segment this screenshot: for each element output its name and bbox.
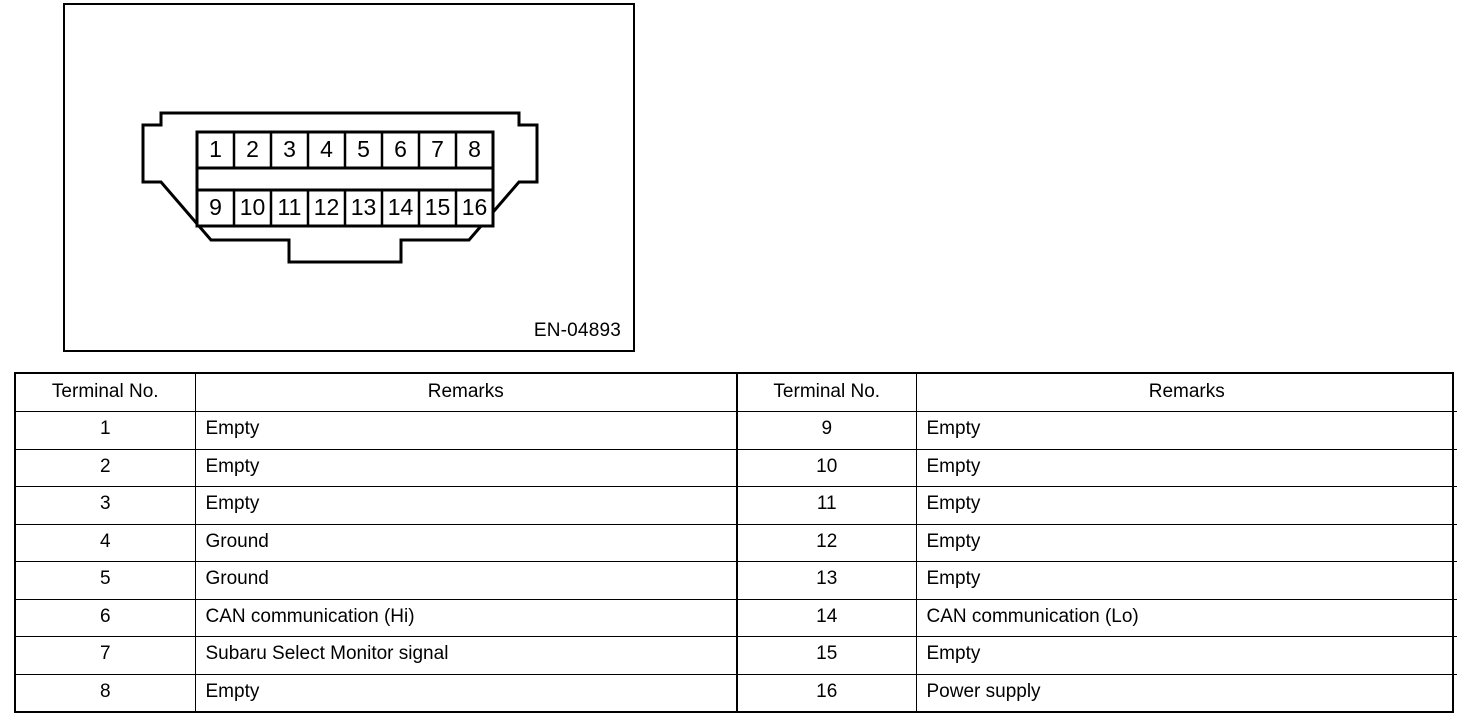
cell-terminal-no: 6 [16, 598, 196, 637]
cell-terminal-no: 14 [737, 598, 917, 637]
figure-id-label: EN-04893 [533, 320, 621, 341]
cell-terminal-no: 4 [16, 523, 196, 562]
table-row: 15 Empty [737, 636, 1457, 675]
pin-label-6: 6 [394, 136, 407, 162]
header-terminal-no: Terminal No. [16, 374, 196, 412]
cell-terminal-no: 5 [16, 561, 196, 600]
cell-remark: Ground [194, 523, 736, 562]
cell-terminal-no: 1 [16, 411, 196, 450]
cell-remark: Empty [194, 673, 736, 712]
pin-label-3: 3 [283, 136, 296, 162]
pin-label-7: 7 [431, 136, 444, 162]
cell-terminal-no: 15 [737, 636, 917, 675]
cell-remark: Empty [194, 486, 736, 525]
table-row: 8 Empty [16, 673, 736, 712]
cell-remark: Empty [915, 411, 1457, 450]
terminal-table-left: Terminal No. Remarks 1 Empty 2 Empty 3 E… [16, 374, 736, 712]
connector-figure-panel: 1 2 3 4 5 6 7 8 9 10 11 12 13 14 15 16 [63, 3, 635, 352]
pin-label-14: 14 [388, 194, 414, 220]
cell-remark: Empty [915, 561, 1457, 600]
table-row: 4 Ground [16, 523, 736, 562]
pin-label-8: 8 [468, 136, 481, 162]
pin-label-4: 4 [320, 136, 333, 162]
header-terminal-no: Terminal No. [737, 374, 917, 412]
pin-label-12: 12 [314, 194, 340, 220]
table-row: 6 CAN communication (Hi) [16, 598, 736, 637]
table-row: 11 Empty [737, 486, 1457, 525]
table-row: 13 Empty [737, 561, 1457, 600]
cell-remark: Ground [194, 561, 736, 600]
pin-label-9: 9 [209, 194, 222, 220]
cell-remark: Empty [915, 448, 1457, 487]
cell-remark: CAN communication (Lo) [915, 598, 1457, 637]
table-row: 1 Empty [16, 411, 736, 450]
table-row: 3 Empty [16, 486, 736, 525]
cell-terminal-no: 13 [737, 561, 917, 600]
cell-terminal-no: 2 [16, 448, 196, 487]
table-header-row: Terminal No. Remarks [737, 374, 1457, 412]
table-header-row: Terminal No. Remarks [16, 374, 736, 412]
table-row: 14 CAN communication (Lo) [737, 598, 1457, 637]
cell-remark: Empty [915, 486, 1457, 525]
cell-remark: Empty [915, 523, 1457, 562]
data-link-connector-diagram: 1 2 3 4 5 6 7 8 9 10 11 12 13 14 15 16 [141, 111, 539, 264]
table-row: 16 Power supply [737, 673, 1457, 712]
cell-remark: CAN communication (Hi) [194, 598, 736, 637]
table-row: 12 Empty [737, 523, 1457, 562]
cell-terminal-no: 7 [16, 636, 196, 675]
header-remarks: Remarks [194, 374, 736, 412]
pin-label-15: 15 [425, 194, 451, 220]
table-row: 5 Ground [16, 561, 736, 600]
pin-label-1: 1 [209, 136, 222, 162]
cell-terminal-no: 12 [737, 523, 917, 562]
cell-terminal-no: 3 [16, 486, 196, 525]
terminal-table-right: Terminal No. Remarks 9 Empty 10 Empty 11… [736, 374, 1457, 712]
pin-label-16: 16 [462, 194, 488, 220]
cell-remark: Empty [915, 636, 1457, 675]
cell-remark: Empty [194, 448, 736, 487]
pin-label-11: 11 [278, 194, 302, 220]
terminal-tables: Terminal No. Remarks 1 Empty 2 Empty 3 E… [14, 372, 1457, 713]
cell-terminal-no: 16 [737, 673, 917, 712]
pin-label-2: 2 [246, 136, 259, 162]
cell-terminal-no: 11 [737, 486, 917, 525]
cell-remark: Subaru Select Monitor signal [194, 636, 736, 675]
pin-label-5: 5 [357, 136, 370, 162]
cell-terminal-no: 8 [16, 673, 196, 712]
cell-terminal-no: 9 [737, 411, 917, 450]
cell-terminal-no: 10 [737, 448, 917, 487]
cell-remark: Empty [194, 411, 736, 450]
table-row: 7 Subaru Select Monitor signal [16, 636, 736, 675]
pin-label-13: 13 [351, 194, 377, 220]
header-remarks: Remarks [915, 374, 1457, 412]
pin-row-bottom: 9 10 11 12 13 14 15 16 [195, 188, 495, 228]
table-row: 9 Empty [737, 411, 1457, 450]
pin-row-top: 1 2 3 4 5 6 7 8 [195, 130, 495, 170]
cell-remark: Power supply [915, 673, 1457, 712]
pin-label-10: 10 [240, 194, 266, 220]
table-row: 2 Empty [16, 448, 736, 487]
table-row: 10 Empty [737, 448, 1457, 487]
